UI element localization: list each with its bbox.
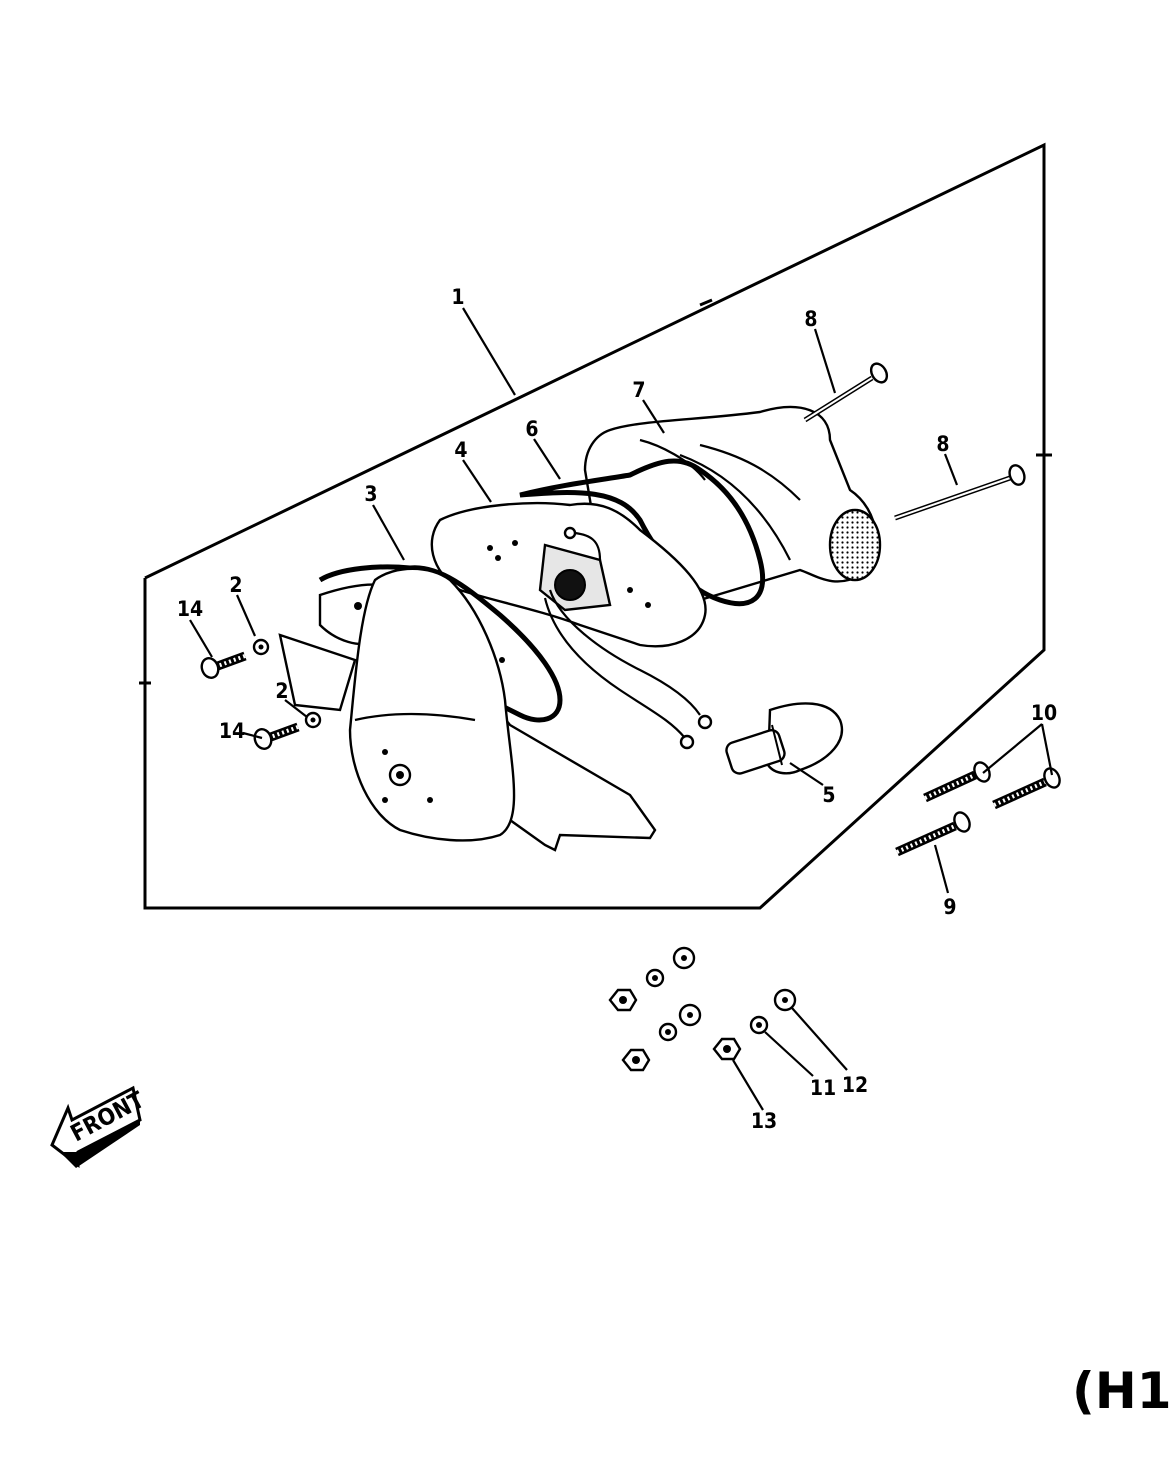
callout-7: 7 (632, 378, 645, 402)
flat-washer (672, 946, 696, 970)
callout-14: 14 (177, 597, 203, 621)
callout-14: 14 (219, 719, 245, 743)
washer (252, 638, 270, 656)
callout-11: 11 (810, 1076, 836, 1100)
lens-gasket (519, 458, 766, 607)
tail-lamp-housing (348, 567, 516, 842)
lamp-base-plate (430, 501, 707, 648)
screw (200, 651, 247, 679)
callout-6: 6 (525, 417, 538, 441)
callout-8: 8 (804, 307, 817, 331)
spring-washer (658, 1022, 678, 1042)
nut (608, 988, 638, 1012)
callout-2: 2 (229, 573, 242, 597)
flat-washer (773, 988, 797, 1012)
wire-harness (548, 589, 701, 716)
screw (253, 722, 300, 750)
leader-lines (189, 307, 1054, 1111)
callout-1: 1 (451, 285, 464, 309)
callout-4: 4 (454, 438, 467, 462)
bulb (725, 702, 843, 775)
nut (712, 1037, 742, 1061)
flat-washer (678, 1003, 702, 1027)
callout-8: 8 (936, 432, 949, 456)
long-screw (894, 464, 1026, 521)
washer (304, 711, 322, 729)
wire-harness (543, 597, 686, 739)
long-screw (803, 362, 889, 423)
nut (621, 1048, 651, 1072)
bolt (923, 761, 991, 803)
bracket-gasket (318, 564, 563, 723)
callout-9: 9 (943, 895, 956, 919)
callout-12: 12 (842, 1073, 868, 1097)
front-direction-arrow: FRONT (50, 1085, 149, 1169)
spring-washer (645, 968, 665, 988)
callout-3: 3 (364, 482, 377, 506)
assembly-outline (143, 142, 1046, 910)
callout-5: 5 (822, 783, 835, 807)
spring-washer (749, 1015, 769, 1035)
license-plate-bracket (278, 583, 657, 852)
wire-terminal (697, 714, 713, 730)
bolt (992, 767, 1061, 810)
callout-13: 13 (751, 1109, 777, 1133)
callout-2: 2 (275, 679, 288, 703)
wire-terminal (679, 734, 695, 750)
callout-10: 10 (1031, 701, 1057, 725)
bolt (895, 811, 971, 857)
model-code: (H1/ (1072, 1362, 1170, 1420)
assembly-outline-dash (699, 298, 713, 307)
